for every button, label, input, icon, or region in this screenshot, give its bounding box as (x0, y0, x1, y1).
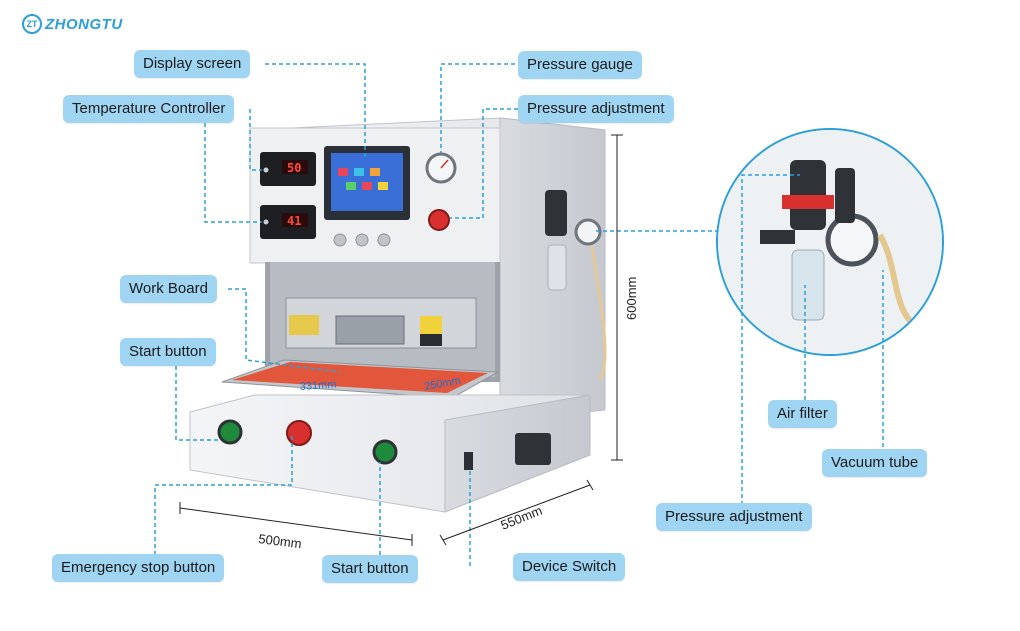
width-dimension: 500mm (258, 531, 303, 551)
label-temperature-controller: Temperature Controller (63, 95, 235, 123)
height-dimension: 600mm (624, 277, 639, 320)
brand-logo: ZT ZHONGTU (22, 14, 123, 34)
label-device-switch: Device Switch (513, 553, 626, 581)
label-pressure-gauge: Pressure gauge (518, 51, 642, 79)
board-length-label: 331mm (299, 378, 336, 393)
pressure-gauge-graphic (425, 152, 457, 231)
label-work-board: Work Board (120, 275, 217, 303)
brand-name: ZHONGTU (45, 15, 123, 33)
temperature-controllers (260, 152, 316, 239)
leader-lines (154, 63, 884, 566)
upper-controller-readout: 50 (287, 161, 301, 175)
label-air-filter: Air filter (768, 400, 837, 428)
side-filter-unit (545, 190, 607, 381)
display-screen-graphic (324, 146, 410, 220)
label-start-button-top: Start button (120, 338, 216, 366)
work-board-graphic (221, 359, 500, 399)
knob-row (333, 233, 391, 247)
logo-mark-icon: ZT (22, 14, 42, 34)
zoom-detail (716, 128, 944, 356)
label-start-button-bottom: Start button (322, 555, 418, 583)
depth-dimension: 550mm (499, 503, 545, 533)
machine-base (189, 394, 591, 513)
label-display-screen: Display screen (134, 50, 251, 78)
label-emergency-stop: Emergency stop button (52, 554, 225, 582)
dimension-lines (179, 134, 623, 546)
label-pressure-adjustment-bottom: Pressure adjustment (656, 503, 812, 531)
label-pressure-adjustment-top: Pressure adjustment (518, 95, 674, 123)
label-vacuum-tube: Vacuum tube (822, 449, 928, 477)
lower-controller-readout: 41 (287, 214, 301, 228)
